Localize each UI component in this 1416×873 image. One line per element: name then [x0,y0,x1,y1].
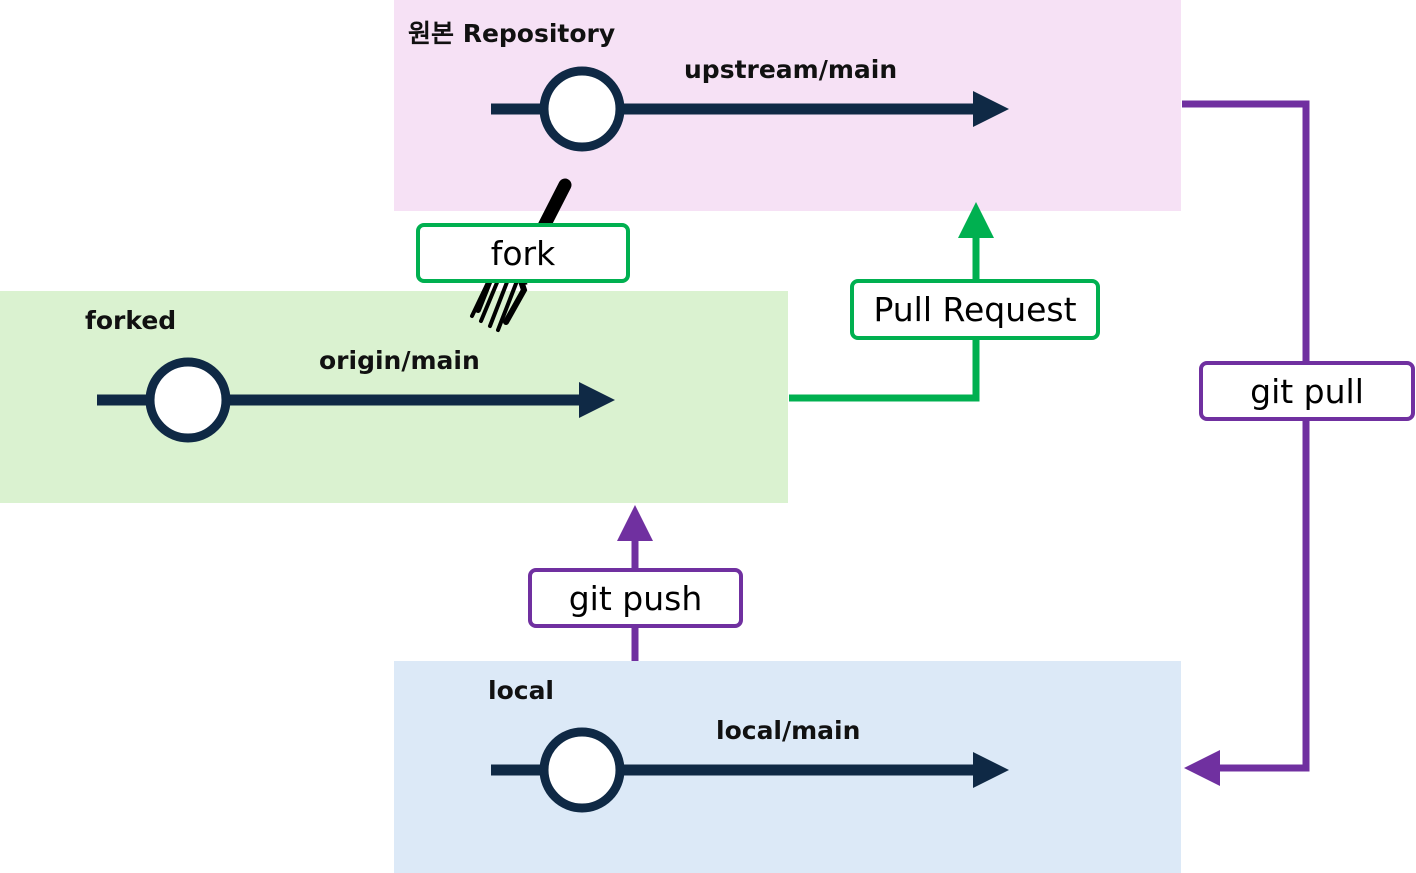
local-main-branch [491,727,1009,813]
local-repository-label: local [488,676,555,705]
upstream-repository-label: 원본 Repository [408,19,616,48]
git-pull-arrowhead [1184,750,1220,786]
pull-request-action-box: Pull Request [850,279,1100,340]
origin-main-branch [97,357,615,443]
commit-node-icon [539,727,625,813]
pull-request-arrowhead [958,202,994,238]
local-branch-label: local/main [716,716,861,745]
commit-node-icon [539,66,625,152]
origin-branch-label: origin/main [319,346,480,375]
upstream-branch-label: upstream/main [684,55,898,84]
commit-node-icon [145,357,231,443]
upstream-main-branch [491,66,1009,152]
fork-action-box: fork [416,223,630,283]
git-push-action-box: git push [528,568,743,628]
git-pull-connector [1182,100,1310,772]
git-push-arrowhead [617,505,653,541]
git-pull-action-box: git pull [1199,361,1415,421]
forked-repository-label: forked [85,306,177,335]
